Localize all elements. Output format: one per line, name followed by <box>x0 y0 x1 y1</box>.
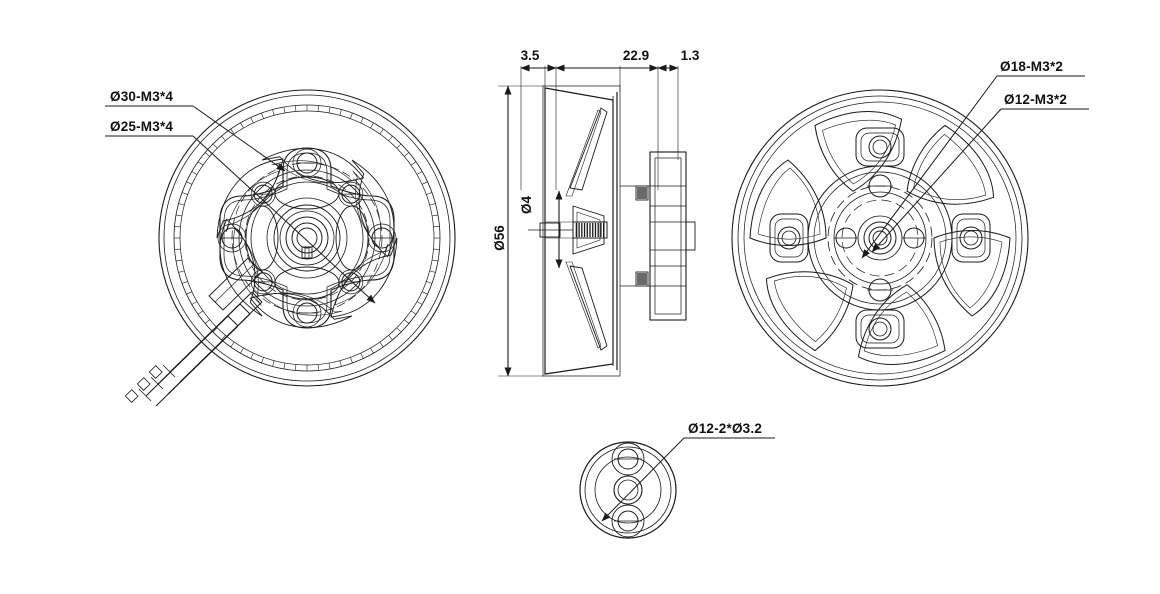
side-mount-flange <box>620 151 696 321</box>
callout-cdet: Ø12-2*Ø3.2 <box>601 421 775 522</box>
front-hub-ring-b <box>250 181 364 295</box>
rear-outer-rim <box>731 89 1029 387</box>
detail-outer-inner <box>584 446 672 534</box>
dimension-label: 1.3 <box>681 48 700 63</box>
dimension-label: Ø56 <box>492 225 507 251</box>
detail-hole-upper <box>611 442 645 476</box>
side-fastener-upper <box>635 185 649 201</box>
callout-c12: Ø12-M3*2 <box>871 92 1089 253</box>
callout-c18: Ø18-M3*2 <box>861 59 1085 259</box>
front-shaft-boss <box>266 197 348 279</box>
callout-c25: Ø25-M3*4 <box>105 119 376 304</box>
callout-leader <box>192 135 376 304</box>
dimension-label: Ø4 <box>519 196 534 215</box>
dimension-d35: 3.5 <box>520 48 557 72</box>
dimension-d4: Ø4 <box>519 190 575 269</box>
detail-center-bore-inner <box>617 479 639 501</box>
side-fastener-lower <box>635 271 649 287</box>
rear-outer-rim-inner <box>737 95 1023 381</box>
side-extension-lines <box>520 66 679 190</box>
callout-label: Ø18-M3*2 <box>1000 59 1063 74</box>
front-outer-rim-inner <box>163 94 451 382</box>
dimension-d229: 22.9 <box>555 48 659 72</box>
detail-hole-lower <box>611 504 645 538</box>
front-lamination-ticks <box>174 105 440 371</box>
callout-label: Ø25-M3*4 <box>110 119 173 134</box>
front-bolt-circle-25 <box>244 175 370 301</box>
dimension-label: 3.5 <box>521 48 540 63</box>
detail-center-bore <box>613 475 643 505</box>
front-outer-rim <box>158 89 456 387</box>
dimension-d13: 1.3 <box>657 48 700 72</box>
callout-leader <box>192 105 286 172</box>
detail-bolt-circle <box>594 456 662 524</box>
callout-label: Ø12-M3*2 <box>1004 92 1067 107</box>
rear-outer-rim-inner2 <box>743 101 1017 375</box>
prop-adapter-detail-view <box>579 441 677 539</box>
rear-view-bell-side <box>731 89 1029 387</box>
callout-label: Ø30-M3*4 <box>110 89 173 104</box>
front-phase-wires <box>124 257 263 407</box>
dimension-label: 22.9 <box>623 48 649 63</box>
detail-outer <box>579 441 677 539</box>
callout-label: Ø12-2*Ø3.2 <box>688 421 762 436</box>
side-envelope <box>542 85 621 377</box>
callout-leader <box>601 437 685 522</box>
dimension-d56: Ø56 <box>492 85 545 377</box>
rear-hole-group <box>834 174 926 302</box>
side-section-view <box>520 66 696 377</box>
front-hole-group <box>217 148 397 328</box>
callout-leader <box>871 108 1002 253</box>
front-view-wired-side <box>124 89 456 407</box>
callout-leader <box>861 75 998 259</box>
callout-c30: Ø30-M3*4 <box>105 89 286 172</box>
